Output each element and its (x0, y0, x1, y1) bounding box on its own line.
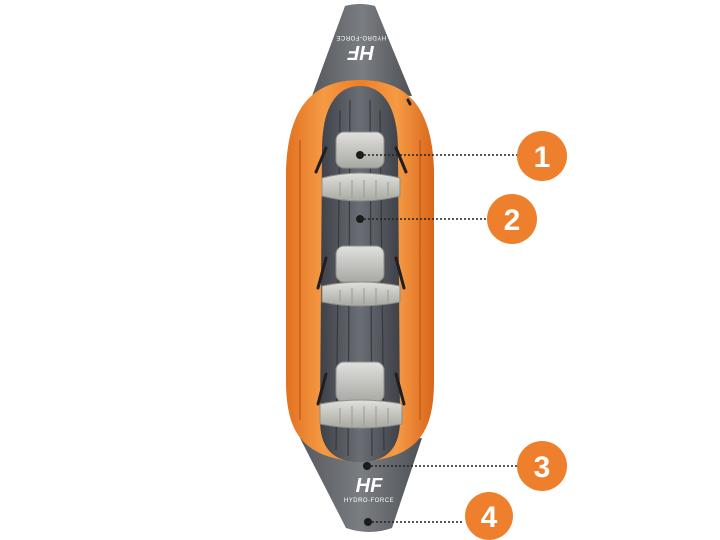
stern-cap (300, 438, 422, 532)
stern-logo-text: HYDRO-FORCE (344, 498, 394, 504)
bow-logo-text: HYDRO-FORCE (336, 34, 386, 40)
callout-2-badge (487, 194, 537, 244)
bow-logo: HF HYDRO-FORCE (336, 34, 386, 63)
bow-logo-mark: HF (347, 41, 374, 63)
stern-logo-mark: HF (356, 475, 383, 497)
front-seat (321, 131, 401, 202)
callout-4-badge (465, 492, 513, 540)
callout-1-badge (517, 131, 567, 181)
callout-4: 4 (364, 492, 513, 540)
rear-seat (319, 361, 403, 429)
middle-seat (321, 245, 401, 307)
callout-1: 1 (356, 131, 567, 181)
callout-4-label: 4 (481, 501, 498, 534)
callout-3-badge (517, 441, 567, 491)
seat-straps (314, 98, 412, 406)
callout-1-label: 1 (534, 141, 551, 174)
callout-2: 2 (356, 194, 537, 244)
stern-logo: HF HYDRO-FORCE (344, 475, 394, 504)
callout-2-label: 2 (504, 204, 521, 237)
callout-3-label: 3 (534, 451, 551, 484)
callout-3: 3 (363, 441, 567, 491)
bow-cap (312, 4, 412, 96)
